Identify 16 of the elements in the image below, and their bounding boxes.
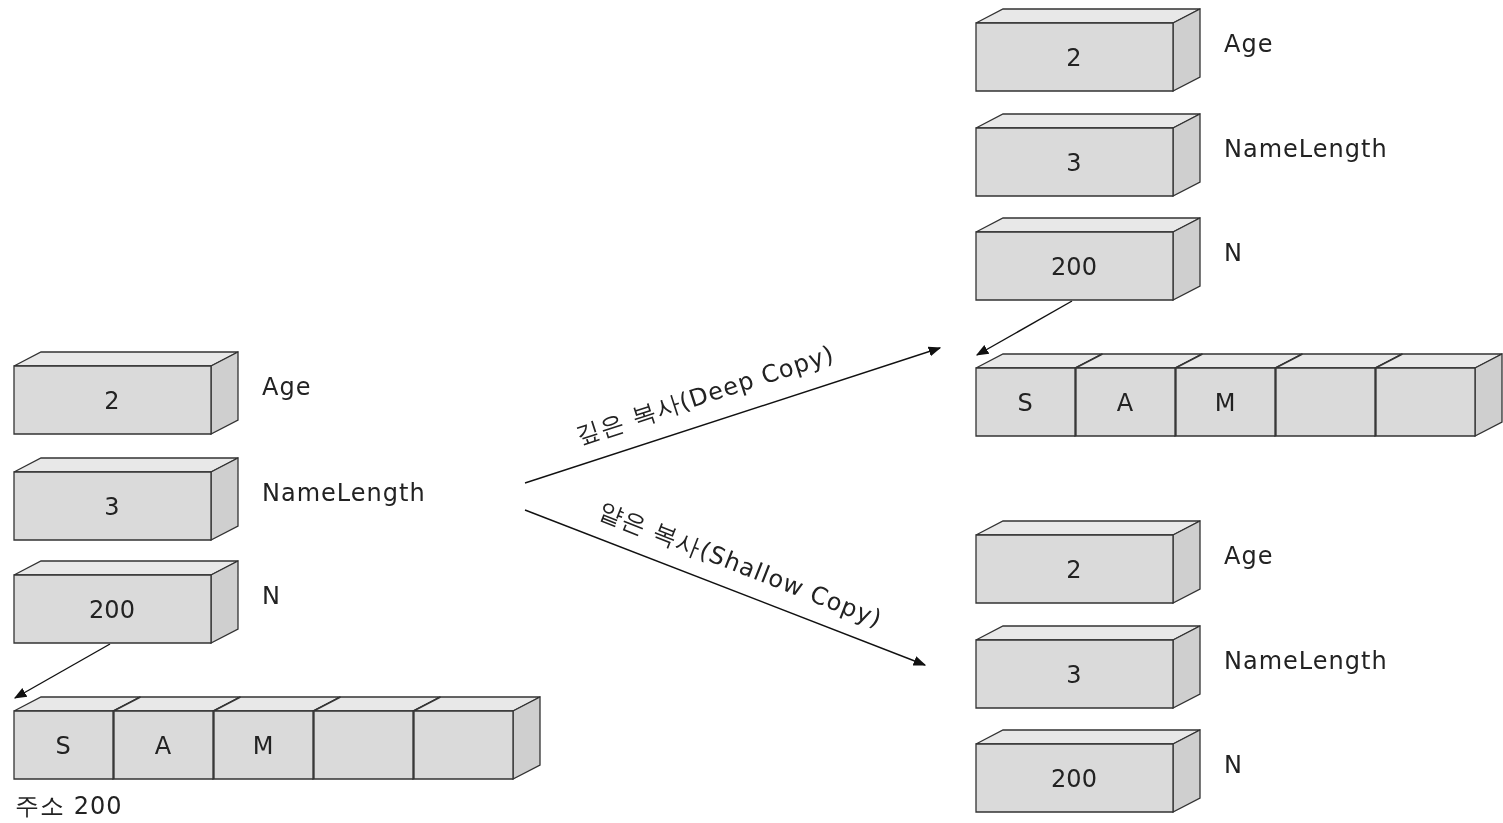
field-name: Age — [1224, 30, 1274, 58]
field-name: Age — [262, 373, 312, 401]
field-name: NameLength — [1224, 135, 1388, 163]
field-name: N — [1224, 751, 1243, 779]
arrow — [13, 643, 111, 699]
field-name: NameLength — [1224, 647, 1388, 675]
array-cell — [1375, 353, 1503, 437]
field-name: NameLength — [262, 479, 426, 507]
field-name: Age — [1224, 542, 1274, 570]
arrow — [975, 300, 1073, 356]
arrow — [524, 509, 927, 666]
address-label: 주소 200 — [15, 791, 123, 822]
array-cell — [413, 696, 541, 780]
field-name: N — [1224, 239, 1243, 267]
arrow — [524, 346, 942, 484]
field-name: N — [262, 582, 281, 610]
